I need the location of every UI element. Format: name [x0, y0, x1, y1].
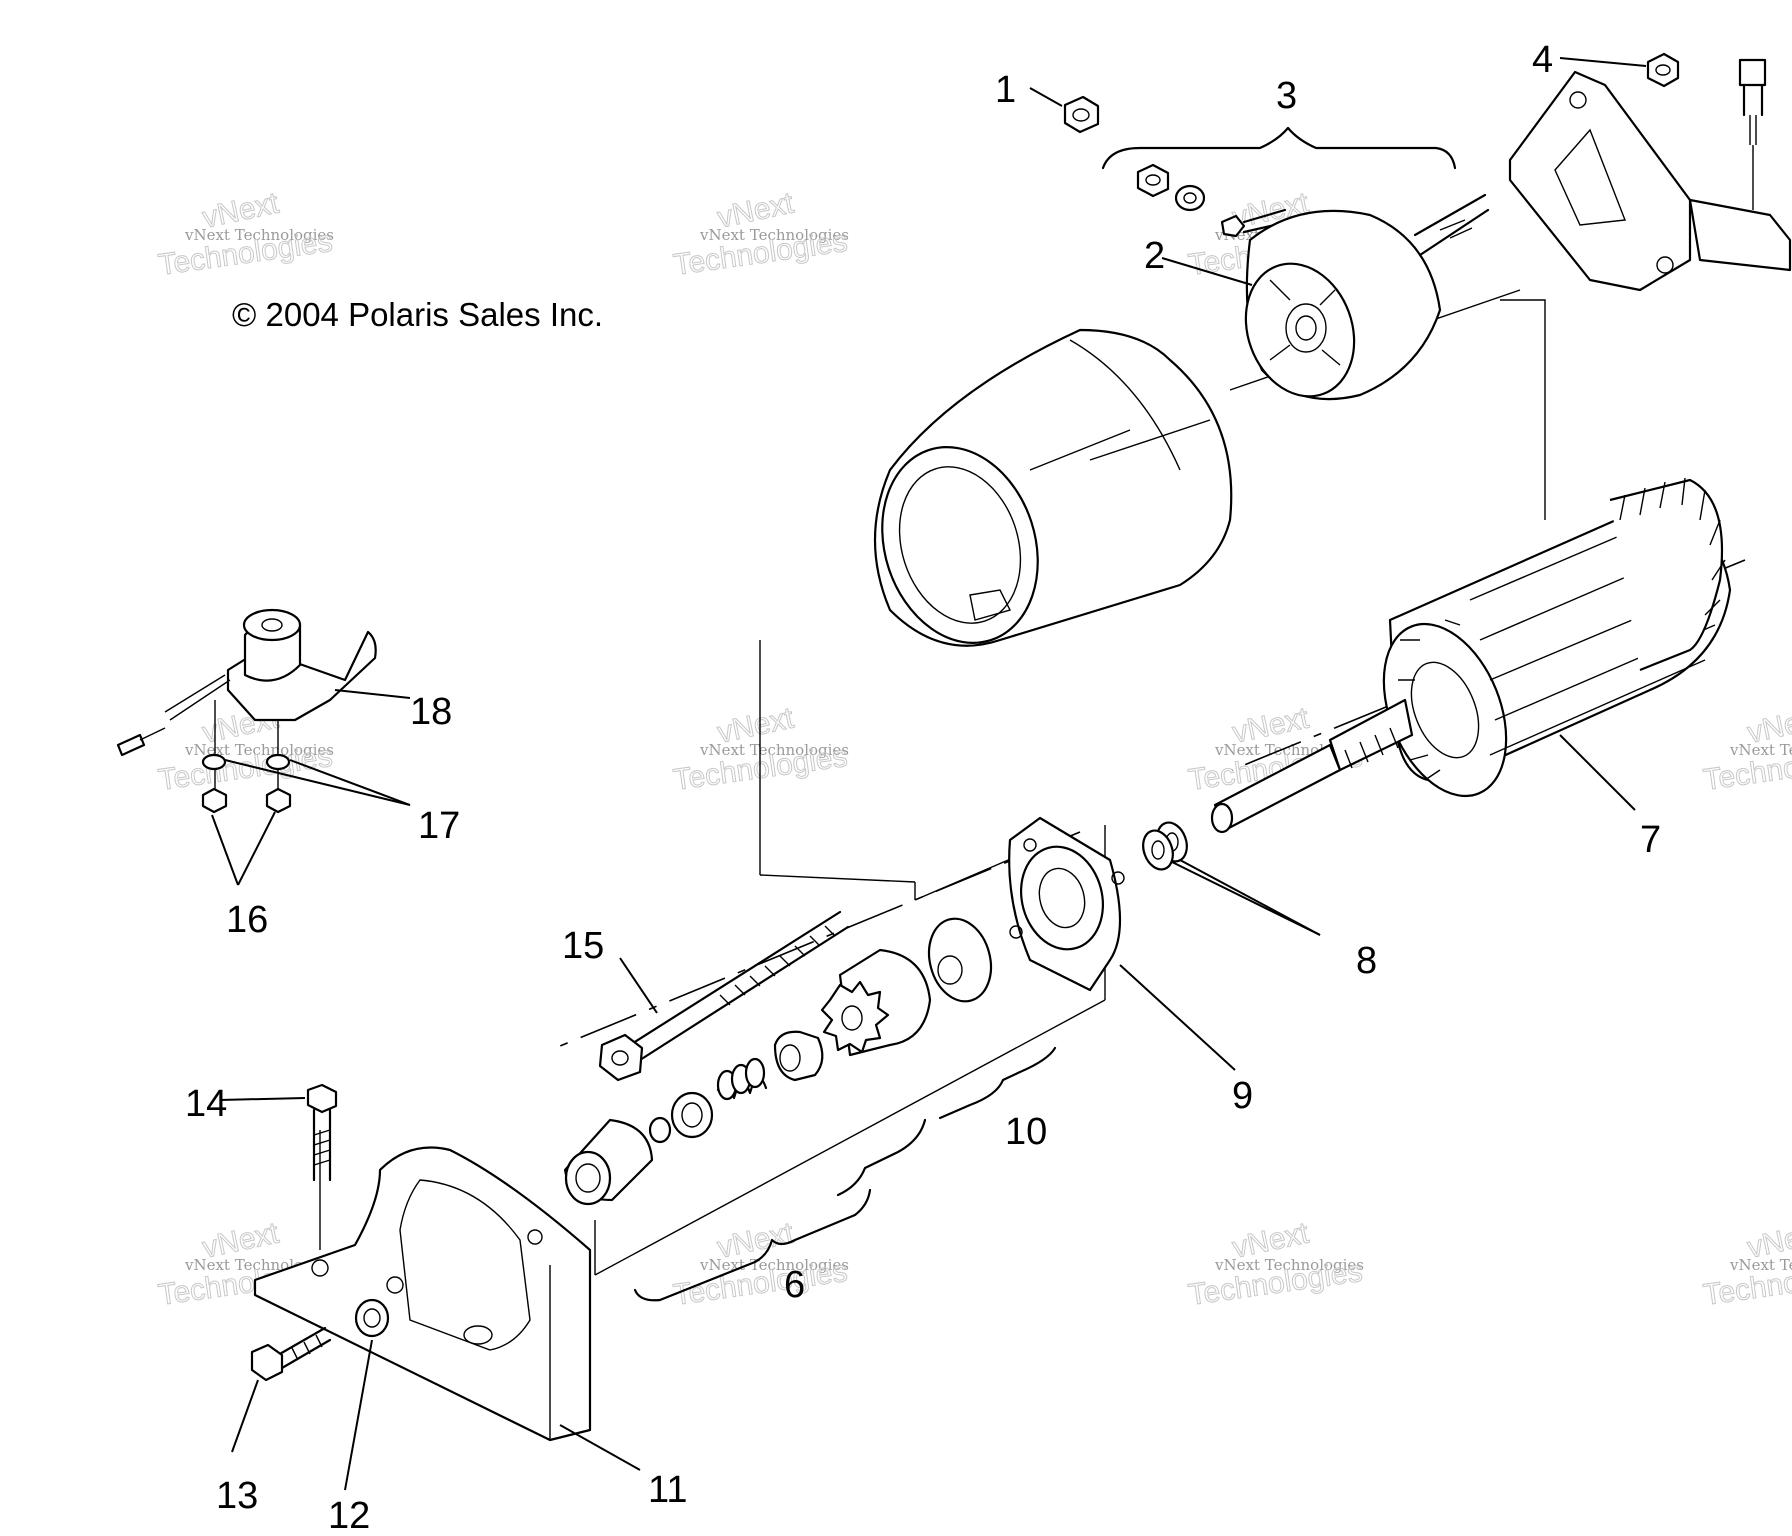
svg-text:vNext Technologies: vNext Technologies: [1729, 741, 1792, 759]
part-6-drive-components: [563, 1057, 768, 1206]
callout-17: 17: [418, 805, 460, 847]
part-7-armature: [1210, 477, 1732, 834]
part-15-through-bolt: [598, 910, 850, 1082]
part-1-nut: [1063, 95, 1100, 134]
svg-text:vNext Technologies: vNext Technologies: [1214, 1256, 1364, 1274]
part-13-bolt: [250, 1326, 332, 1382]
watermark: vNext vNext Technologies Technologies: [1186, 1216, 1365, 1312]
callout-11: 11: [648, 1469, 687, 1511]
part-10-drive-assembly: [773, 917, 993, 1082]
part-12-washer: [354, 1298, 390, 1338]
group-braces: [633, 126, 1457, 1302]
callout-6: 6: [784, 1264, 805, 1306]
watermark: vNext vNext Technologies Technologies: [156, 186, 335, 282]
watermark: vNext vNext Technologies Technologies: [671, 1216, 850, 1312]
part-3-hardware: [1136, 163, 1290, 238]
svg-text:vNext Technologies: vNext Technologies: [1729, 1256, 1792, 1274]
part-8-washers: [1142, 821, 1188, 871]
watermark: vNext vNext Technologies Technologies: [1701, 701, 1792, 797]
callout-13: 13: [216, 1475, 258, 1517]
leader-lines: [211, 57, 1647, 1491]
part-9-end-plate: [1008, 816, 1125, 992]
callout-12: 12: [328, 1495, 370, 1536]
callout-18: 18: [410, 691, 452, 733]
part-2-end-cap: [1244, 193, 1490, 401]
callout-4: 4: [1532, 39, 1553, 81]
callout-3: 3: [1276, 75, 1297, 117]
callout-9: 9: [1232, 1075, 1253, 1117]
part-4-bracket: [1508, 52, 1792, 292]
callout-15: 15: [562, 925, 604, 967]
callout-8: 8: [1356, 940, 1377, 982]
part-16-nuts: [201, 787, 292, 814]
callout-16: 16: [226, 899, 268, 941]
callout-10: 10: [1005, 1111, 1047, 1153]
part-14-bolt: [306, 1083, 338, 1182]
svg-text:vNext Technologies: vNext Technologies: [699, 741, 849, 759]
svg-text:vNext Technologies: vNext Technologies: [184, 741, 334, 759]
callout-7: 7: [1640, 819, 1661, 861]
part-17-washers: [201, 753, 291, 771]
part-11-mount-bracket: [253, 1146, 592, 1442]
svg-text:vNext Technologies: vNext Technologies: [184, 226, 334, 244]
watermark: vNext vNext Technologies Technologies: [1701, 1216, 1792, 1312]
watermarks: vNext vNext Technologies Technologies vN…: [156, 186, 1792, 1312]
explosion-lines: [319, 289, 1746, 1276]
callout-numbers: 1 2 3 4 6 7 8 9 10 11 12 13 14 15 16 17 …: [185, 39, 1661, 1536]
callout-2: 2: [1144, 235, 1165, 277]
svg-text:vNext Technologies: vNext Technologies: [699, 226, 849, 244]
part-18-solenoid: [116, 608, 377, 790]
housing-cylinder: [873, 328, 1233, 647]
watermark: vNext vNext Technologies Technologies: [156, 701, 335, 797]
watermark: vNext vNext Technologies Technologies: [671, 186, 850, 282]
callout-14: 14: [185, 1083, 227, 1125]
callout-1: 1: [995, 69, 1016, 111]
copyright-notice: © 2004 Polaris Sales Inc.: [232, 296, 603, 333]
